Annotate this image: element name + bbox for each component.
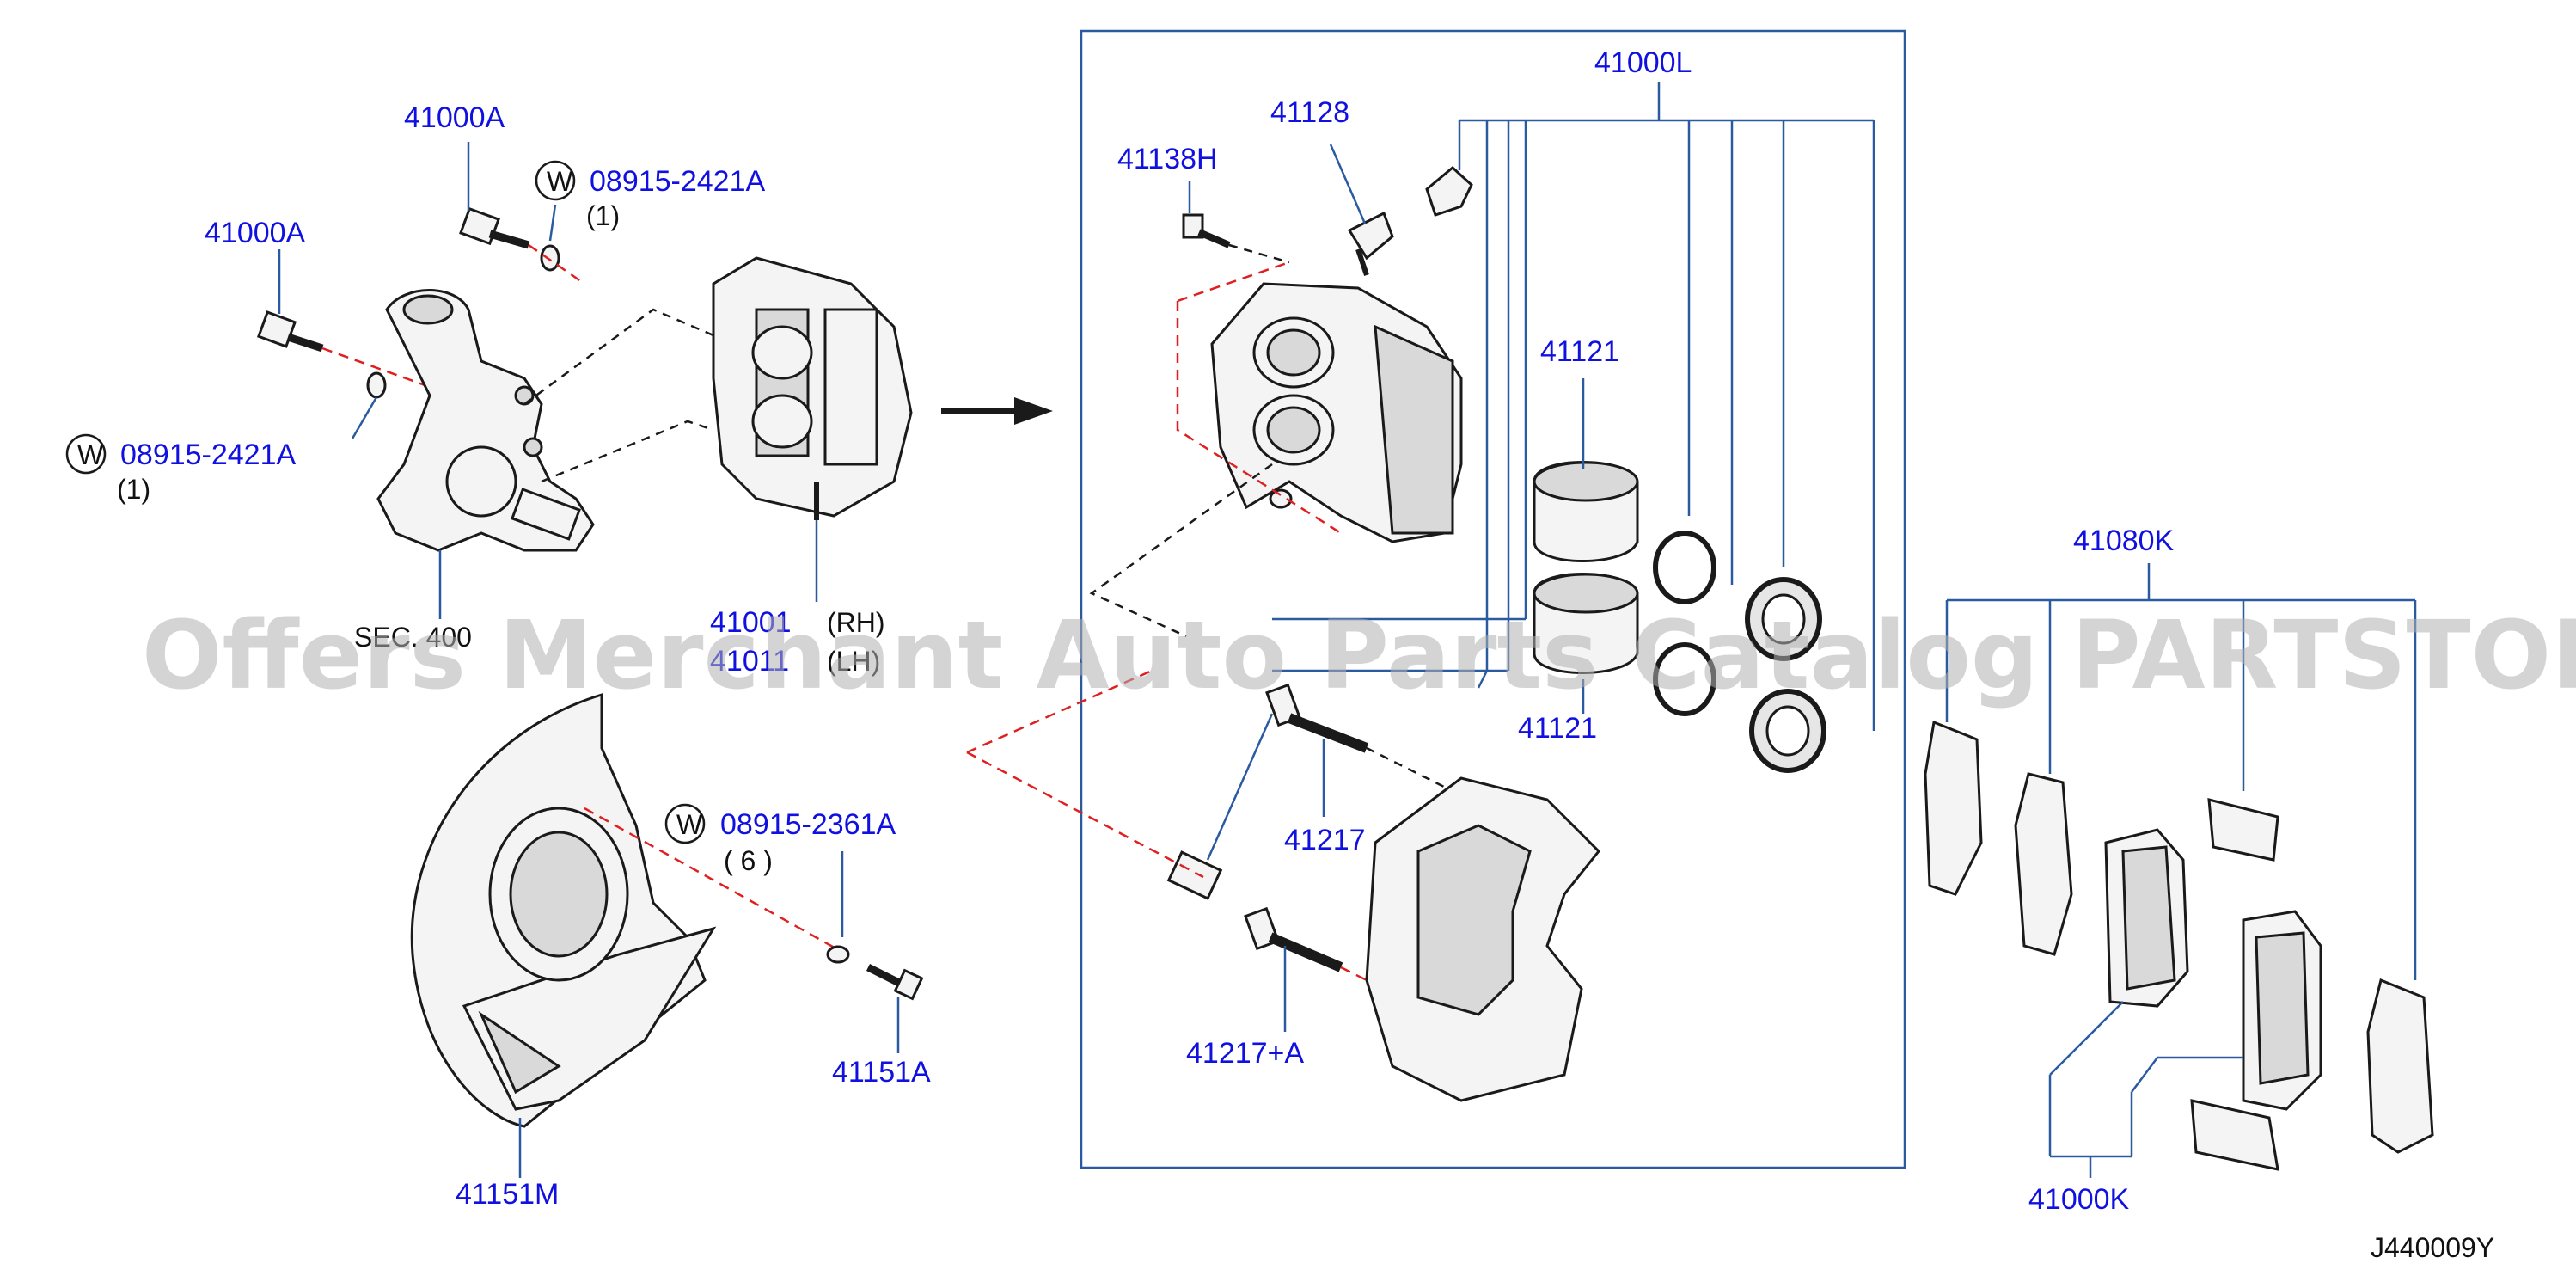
bolt-left[interactable] — [256, 310, 324, 353]
diagram-id: J440009Y — [2371, 1232, 2494, 1263]
caliper-lh-label: 41011 — [710, 645, 789, 678]
piston-lower-label: 41121 — [1518, 712, 1597, 745]
washer-left-w-mark — [65, 433, 107, 475]
plate-bolt[interactable] — [866, 963, 924, 1001]
knuckle-assembly: 41000A W 08915-2421A (1) 41000A W 08915-… — [65, 101, 766, 653]
arrow-icon — [941, 397, 1053, 425]
watermark: Offers Merchant Auto Parts Catalog PARTS… — [142, 600, 2576, 710]
baffle-plate[interactable] — [410, 692, 717, 1128]
piston-lower[interactable] — [1533, 573, 1639, 674]
washer-plate-w-text: W — [676, 809, 703, 840]
bleeder-cap-label: 41128 — [1270, 96, 1349, 129]
seal-kit-bracket — [1272, 82, 1875, 731]
piston-upper-label: 41121 — [1540, 335, 1619, 368]
pin-upper-label: 41217 — [1284, 824, 1366, 856]
steering-knuckle[interactable] — [376, 289, 595, 552]
washer-upper[interactable] — [540, 244, 560, 272]
piston-seal-lower[interactable] — [1653, 642, 1716, 716]
pad-clip-upper[interactable] — [2207, 798, 2279, 862]
washer-upper-w-text: W — [547, 166, 573, 197]
dust-cap[interactable] — [1425, 166, 1473, 217]
washer-plate[interactable] — [826, 945, 850, 964]
bleeder-label: 41138H — [1117, 143, 1218, 175]
washer-plate-w-mark — [664, 803, 706, 844]
shim-inner-2[interactable] — [2014, 772, 2073, 956]
pad-kit-label: 41080K — [2073, 525, 2175, 557]
baffle-plate-label: 41151M — [456, 1178, 559, 1211]
pad-kit-bracket — [1945, 563, 2417, 980]
shim-inner-1[interactable] — [1924, 720, 1983, 896]
bolt-upper-label: 41000A — [404, 101, 505, 134]
washer-left-code: 08915-2421A — [120, 439, 297, 471]
caliper-rh-label: 41001 — [710, 606, 792, 639]
caliper-rh-side: (RH) — [827, 607, 885, 638]
washer-upper-qty: (1) — [586, 200, 620, 231]
caliper-exploded-box — [1080, 29, 1906, 1169]
pad-kit-lower-label: 41000K — [2028, 1183, 2130, 1216]
brake-pad-outer[interactable] — [2242, 910, 2322, 1111]
washer-left-qty: (1) — [117, 474, 150, 505]
washer-upper-code: 08915-2421A — [590, 165, 766, 198]
slide-pin-lower[interactable] — [1244, 906, 1343, 972]
torque-member[interactable] — [1365, 776, 1601, 1102]
washer-plate-qty: ( 6 ) — [724, 845, 773, 876]
pad-set-bracket — [2048, 1001, 2243, 1178]
knuckle-ref: SEC. 400 — [354, 622, 472, 653]
caliper-body[interactable] — [1210, 282, 1463, 543]
washer-left-w-text: W — [77, 439, 104, 470]
caliper-lh-side: (LH) — [827, 646, 880, 677]
washer-left[interactable] — [366, 371, 387, 399]
bleeder-screw[interactable] — [1182, 213, 1231, 248]
shim-outer[interactable] — [2366, 978, 2434, 1154]
washer-upper-w-mark — [535, 160, 576, 201]
brake-pad-inner[interactable] — [2104, 828, 2189, 1008]
bolt-left-label: 41000A — [205, 217, 306, 249]
slide-pin-upper[interactable] — [1265, 683, 1369, 753]
caliper-assembly-left[interactable] — [712, 256, 913, 520]
seal-kit-label: 41000L — [1594, 46, 1692, 79]
washer-plate-code: 08915-2361A — [720, 808, 896, 841]
pin-lower-label: 41217+A — [1186, 1037, 1304, 1070]
bleeder-cap[interactable] — [1347, 211, 1394, 276]
piston-upper[interactable] — [1533, 461, 1639, 562]
bolt-upper[interactable] — [459, 206, 530, 249]
pin-boot[interactable] — [1166, 850, 1223, 900]
piston-seal-upper[interactable] — [1653, 531, 1716, 604]
plate-bolt-label: 41151A — [832, 1056, 931, 1089]
pad-clip-lower[interactable] — [2190, 1099, 2279, 1171]
